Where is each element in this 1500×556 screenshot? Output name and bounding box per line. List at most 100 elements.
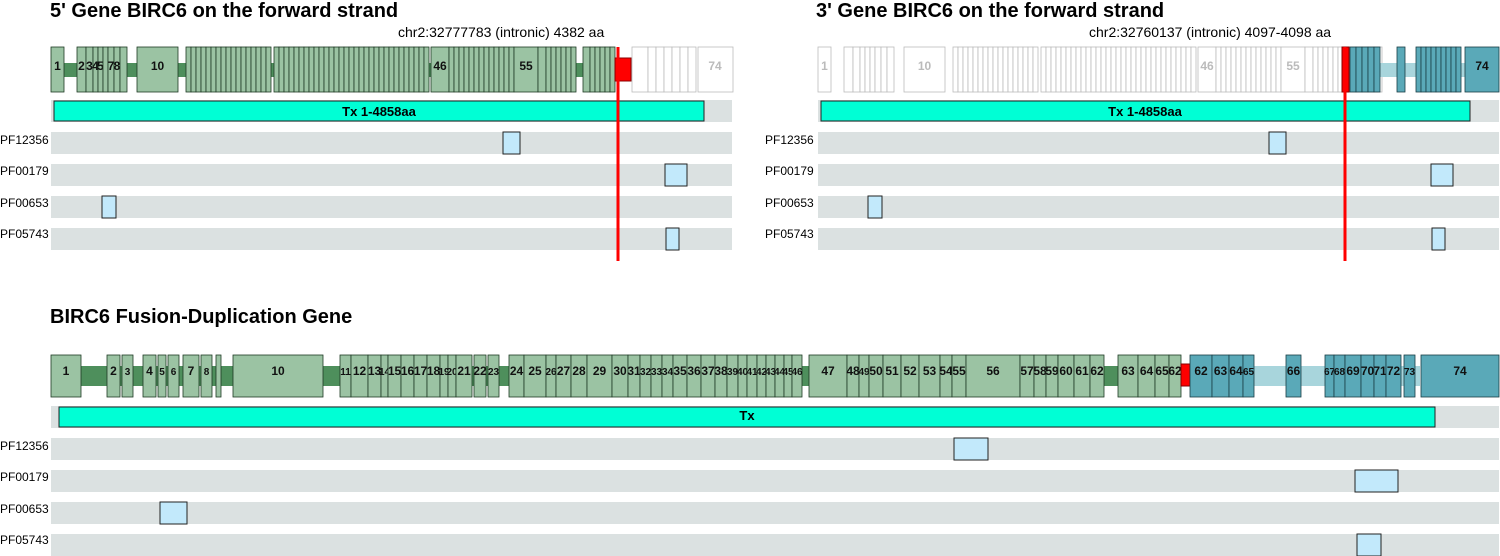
exon-label: 25 — [528, 364, 542, 378]
exon-label: 32 — [640, 367, 652, 378]
exon-block — [50, 354, 82, 398]
five-prime-domain-label: PF12356 — [0, 133, 49, 147]
exon-label: 49 — [858, 367, 870, 378]
fusion-domain-label: PF00653 — [0, 502, 49, 516]
faded-exon-block — [1120, 46, 1127, 93]
three-prime-breakpoint-label: chr2:32760137 (intronic) 4097-4098 aa — [1089, 24, 1332, 40]
faded-exon-block — [1032, 46, 1039, 93]
exon-block — [473, 46, 480, 93]
exon-block — [473, 354, 487, 398]
exon-label: 72 — [1387, 364, 1401, 378]
track-bg — [51, 470, 1499, 492]
exon-block — [182, 354, 200, 398]
faded-exon-block — [1105, 46, 1112, 93]
exon-label: 12 — [353, 364, 367, 378]
track-bg — [51, 132, 732, 154]
exon-block — [570, 46, 577, 93]
exon-label: 5 — [97, 59, 104, 73]
exon-block — [308, 46, 315, 93]
faded-exon-block — [972, 46, 979, 93]
five-prime-breakpoint-label: chr2:32777783 (intronic) 4382 aa — [398, 24, 605, 40]
three-prime-domain-label: PF00653 — [765, 196, 814, 210]
exon-block — [1349, 46, 1357, 93]
exon-block — [388, 46, 395, 93]
faded-exon-block — [962, 46, 969, 93]
exon-label: 59 — [1045, 364, 1059, 378]
exon-block — [157, 354, 167, 398]
exon-block — [250, 46, 257, 93]
faded-exon-block — [1085, 46, 1092, 93]
exon-block — [808, 354, 848, 398]
exon-block — [313, 46, 320, 93]
domain-box-pf00179 — [664, 163, 688, 187]
exon-block — [594, 46, 601, 93]
faded-exon-block — [1007, 46, 1014, 93]
exon-block — [448, 46, 455, 93]
exon-block — [408, 46, 415, 93]
exon-label: 48 — [846, 364, 860, 378]
faded-exon-block — [655, 46, 665, 93]
exon-label: 35 — [673, 364, 687, 378]
exon-label: 8 — [114, 59, 121, 73]
exon-block — [328, 46, 335, 93]
faded-exon-block — [697, 46, 734, 93]
faded-exon-block — [1070, 46, 1077, 93]
exon-block — [121, 354, 134, 398]
exon-label: 18 — [427, 364, 441, 378]
exon-label: 57 — [1020, 364, 1034, 378]
exon-label: 33 — [651, 367, 663, 378]
domain-box-pf00653 — [867, 195, 883, 219]
exon-block — [50, 46, 65, 93]
fusion-domain-label: PF05743 — [0, 533, 49, 547]
exon-label: 30 — [613, 364, 627, 378]
exon-label: 13 — [368, 364, 382, 378]
exon-block — [185, 46, 192, 93]
exon-label: 4 — [92, 59, 99, 73]
exon-block — [283, 46, 290, 93]
exon-label: 61 — [1075, 364, 1089, 378]
exon-block — [791, 354, 803, 398]
faded-exon-block — [1040, 46, 1047, 93]
five-prime-transcript-label: Tx 1-4858aa — [342, 104, 416, 119]
exon-label: 21 — [457, 364, 471, 378]
domain-box-pf12356 — [953, 437, 989, 461]
faded-exon-block — [952, 46, 959, 93]
faded-exon-block — [647, 46, 657, 93]
exon-block — [368, 46, 375, 93]
exon-block — [468, 46, 475, 93]
exon-block — [1455, 46, 1462, 93]
faded-exon-block — [1002, 46, 1009, 93]
domain-box-pf00653 — [159, 501, 188, 525]
track-bg — [51, 438, 1499, 460]
track-bg — [51, 534, 1499, 556]
exon-label: 8 — [204, 367, 210, 378]
exon-label: 70 — [1361, 364, 1375, 378]
exon-block — [550, 46, 557, 93]
faded-exon-block — [1165, 46, 1172, 93]
exon-block — [1420, 354, 1500, 398]
domain-box-pf00179 — [1430, 163, 1454, 187]
exon-label: 1 — [54, 59, 61, 73]
exon-block — [537, 46, 547, 93]
exon-label: 37 — [701, 364, 715, 378]
faded-exon-block — [1185, 46, 1192, 93]
exon-block — [303, 46, 310, 93]
exon-label: 56 — [986, 364, 1000, 378]
exon-label: 10 — [271, 364, 285, 378]
exon-label: 65 — [1155, 364, 1169, 378]
exon-label: 1 — [63, 364, 70, 378]
exon-block — [210, 46, 217, 93]
exon-block — [1355, 46, 1363, 93]
exon-block — [348, 46, 355, 93]
faded-exon-label: 74 — [708, 59, 722, 73]
track-bg — [51, 196, 732, 218]
exon-block — [487, 354, 500, 398]
track-bg — [818, 228, 1499, 250]
exon-block — [245, 46, 252, 93]
exon-label: 46 — [791, 367, 803, 378]
exon-block — [232, 354, 324, 398]
exon-block — [205, 46, 212, 93]
faded-exon-block — [1022, 46, 1029, 93]
exon-block — [323, 46, 330, 93]
faded-exon-block — [1155, 46, 1162, 93]
